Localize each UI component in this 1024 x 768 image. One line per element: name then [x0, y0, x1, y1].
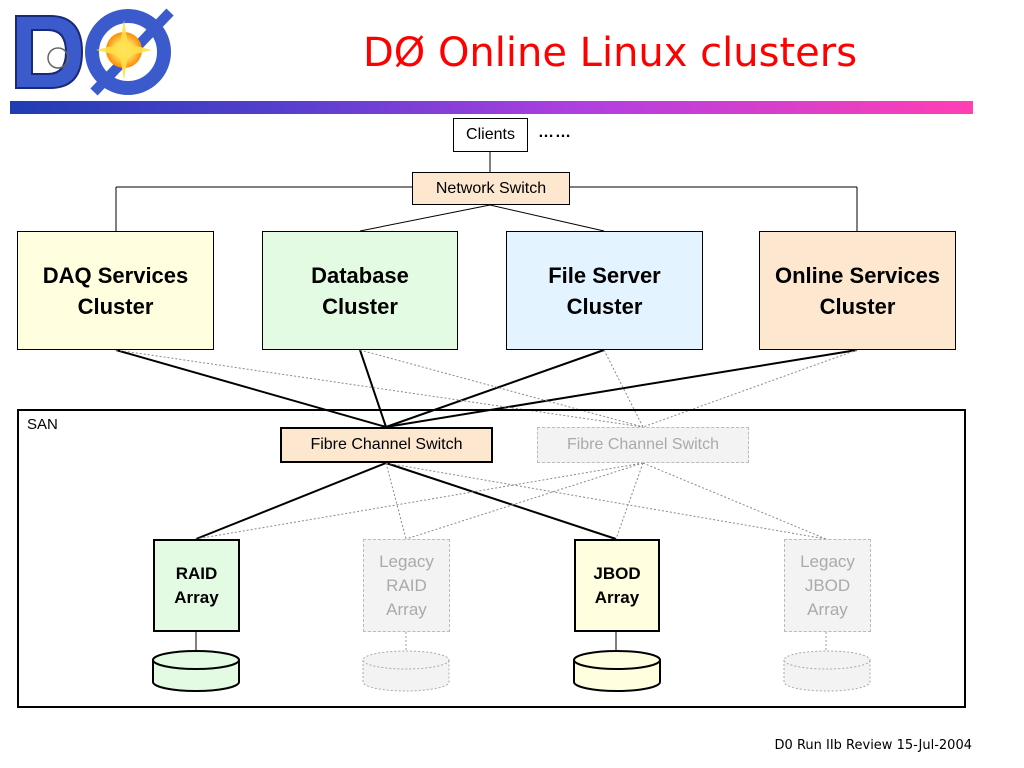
title-rule	[10, 101, 973, 114]
legacy-jbod-disk-icon	[783, 650, 871, 692]
legacy-raid-line1: Legacy	[379, 551, 434, 571]
fibre-channel-switch-active: Fibre Channel Switch	[280, 427, 493, 463]
d0-logo	[15, 8, 174, 96]
legacy-raid-array: Legacy RAID Array	[363, 539, 450, 632]
legacy-jbod-line1: Legacy	[800, 551, 855, 571]
raid-array: RAID Array	[153, 539, 240, 632]
clients-label: Clients	[466, 126, 515, 143]
file-server-cluster-line1: File Server	[548, 262, 661, 288]
network-switch: Network Switch	[412, 172, 570, 205]
legacy-jbod-line2: JBOD	[804, 575, 851, 595]
online-services-cluster: Online Services Cluster	[759, 231, 956, 350]
clients-more: ……	[538, 124, 572, 141]
database-cluster-line2: Cluster	[322, 293, 398, 319]
jbod-array-line1: JBOD	[593, 563, 641, 583]
san-region	[17, 409, 966, 708]
raid-disk-icon	[152, 650, 240, 692]
raid-array-line1: RAID	[175, 563, 218, 583]
daq-cluster-line2: Cluster	[77, 293, 154, 319]
legacy-raid-line3: Array	[386, 599, 427, 619]
legacy-jbod-line3: Array	[807, 599, 848, 619]
jbod-array: JBOD Array	[574, 539, 660, 632]
network-switch-label: Network Switch	[435, 179, 547, 197]
database-cluster-line1: Database	[311, 262, 409, 288]
san-label: SAN	[27, 416, 58, 433]
daq-cluster-line1: DAQ Services	[42, 262, 189, 288]
fc-switch-active-label: Fibre Channel Switch	[310, 436, 463, 453]
legacy-raid-disk-icon	[362, 650, 450, 692]
raid-array-line2: Array	[174, 587, 219, 607]
footer: D0 Run IIb Review 15-Jul-2004	[774, 738, 972, 753]
file-server-cluster-line2: Cluster	[566, 293, 643, 319]
fc-switch-ghost-label: Fibre Channel Switch	[566, 436, 720, 453]
jbod-disk-icon	[573, 650, 661, 692]
jbod-array-line2: Array	[594, 587, 640, 607]
clients-box: Clients	[453, 118, 528, 152]
daq-services-cluster: DAQ Services Cluster	[17, 231, 214, 350]
page-title: DØ Online Linux clusters	[362, 30, 858, 76]
database-cluster: Database Cluster	[262, 231, 458, 350]
online-services-cluster-line2: Cluster	[819, 293, 896, 319]
online-services-cluster-line1: Online Services	[774, 262, 941, 288]
file-server-cluster: File Server Cluster	[506, 231, 703, 350]
fibre-channel-switch-ghost: Fibre Channel Switch	[537, 427, 749, 463]
legacy-jbod-array: Legacy JBOD Array	[784, 539, 871, 632]
legacy-raid-line2: RAID	[386, 575, 427, 595]
